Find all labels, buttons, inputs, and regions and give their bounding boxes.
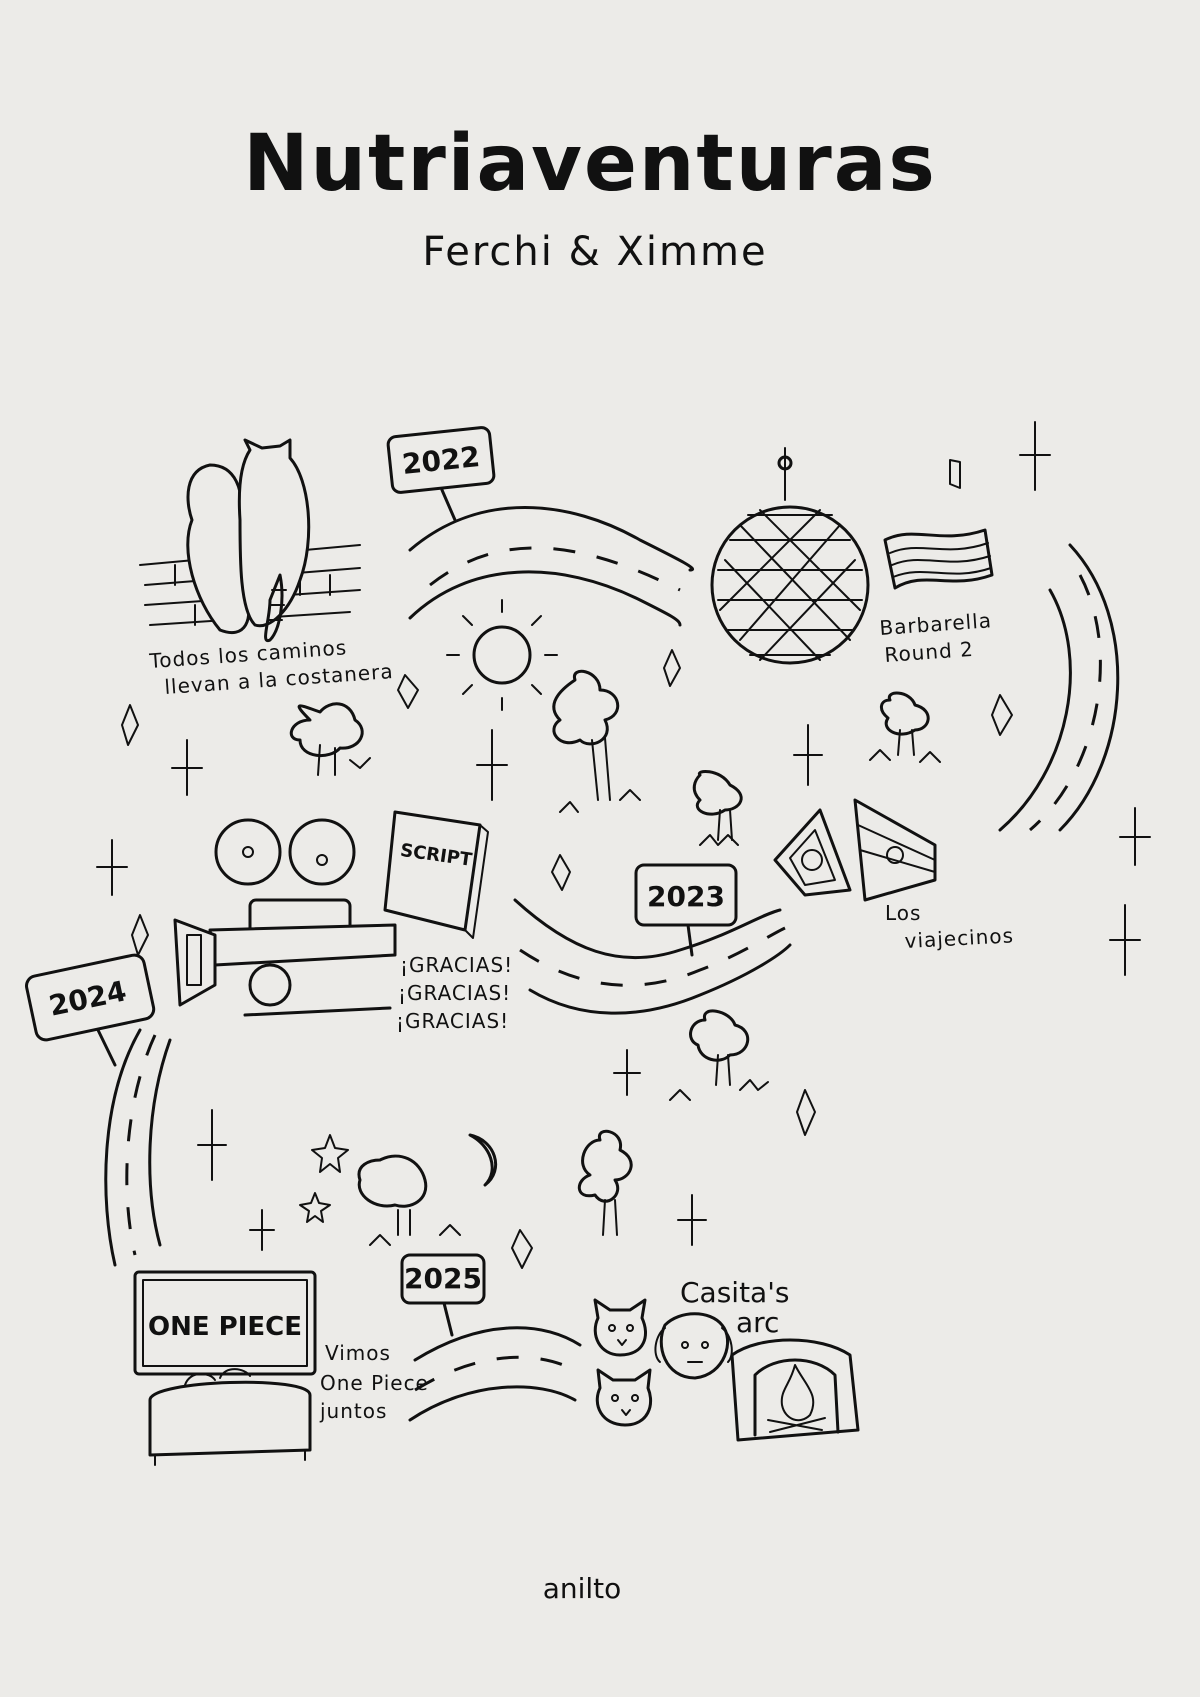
caption-onepiece-line2: One Piece bbox=[320, 1371, 429, 1395]
caption-gracias-3: ¡GRACIAS! bbox=[396, 1009, 509, 1033]
caption-viajecinos-line1: Los bbox=[885, 901, 921, 925]
page-title: Nutriaventuras bbox=[243, 119, 937, 209]
brazil-flag-icon bbox=[773, 808, 852, 897]
road-2024 bbox=[104, 1028, 172, 1267]
sparkle-icon bbox=[96, 421, 1151, 1269]
year-label-2025: 2025 bbox=[404, 1262, 482, 1295]
tree-icon bbox=[577, 1129, 633, 1236]
year-sign-2023: 2023 bbox=[634, 863, 738, 957]
flag-icon bbox=[883, 528, 994, 590]
year-sign-2024: 2024 bbox=[25, 953, 156, 1067]
cat-icon bbox=[595, 1368, 653, 1427]
page-subtitle: Ferchi & Ximme bbox=[422, 229, 767, 275]
fireplace-icon bbox=[730, 1338, 860, 1442]
caption-barbarella-line2: Round 2 bbox=[884, 637, 975, 667]
year-label-2023: 2023 bbox=[647, 880, 725, 913]
caption-casita-line1: Casita's bbox=[680, 1276, 790, 1309]
tree-icon bbox=[880, 691, 930, 756]
couch-icon bbox=[148, 1368, 312, 1466]
tv-logo: ONE PIECE bbox=[148, 1312, 302, 1342]
caption-gracias-2: ¡GRACIAS! bbox=[398, 981, 511, 1005]
caption-onepiece-line1: Vimos bbox=[325, 1341, 391, 1365]
caption-viajecinos-line2: viajecinos bbox=[904, 923, 1015, 953]
tree-icon bbox=[357, 1154, 428, 1236]
tree-icon bbox=[289, 702, 371, 776]
road-2023 bbox=[513, 898, 792, 1015]
dog-icon bbox=[654, 1312, 733, 1380]
year-sign-2022: 2022 bbox=[386, 426, 496, 522]
caption-gracias-1: ¡GRACIAS! bbox=[400, 953, 513, 977]
artist-signature: anilto bbox=[543, 1572, 622, 1605]
script-book-icon: SCRIPT bbox=[383, 810, 489, 939]
tv-icon: ONE PIECE bbox=[133, 1270, 317, 1376]
tree-icon bbox=[689, 1009, 750, 1086]
moon-icon bbox=[468, 1133, 498, 1187]
caption-casita-line2: arc bbox=[736, 1306, 779, 1339]
argentina-flag-icon bbox=[853, 798, 937, 902]
otters-on-wall-icon bbox=[139, 438, 361, 643]
grass-icon bbox=[369, 749, 941, 1246]
year-sign-2025: 2025 bbox=[400, 1253, 486, 1337]
disco-ball-icon bbox=[710, 447, 870, 665]
sun-icon bbox=[446, 599, 558, 711]
caption-barbarella-line1: Barbarella bbox=[879, 608, 993, 640]
cat-icon bbox=[593, 1298, 647, 1357]
road-right-curve bbox=[998, 543, 1120, 832]
tree-icon bbox=[692, 769, 743, 841]
year-label-2022: 2022 bbox=[401, 440, 482, 481]
tree-icon bbox=[552, 669, 641, 813]
road-2025 bbox=[408, 1326, 582, 1422]
road-2022 bbox=[408, 506, 694, 627]
caption-onepiece-line3: juntos bbox=[319, 1399, 387, 1423]
camera-icon bbox=[173, 818, 397, 1017]
